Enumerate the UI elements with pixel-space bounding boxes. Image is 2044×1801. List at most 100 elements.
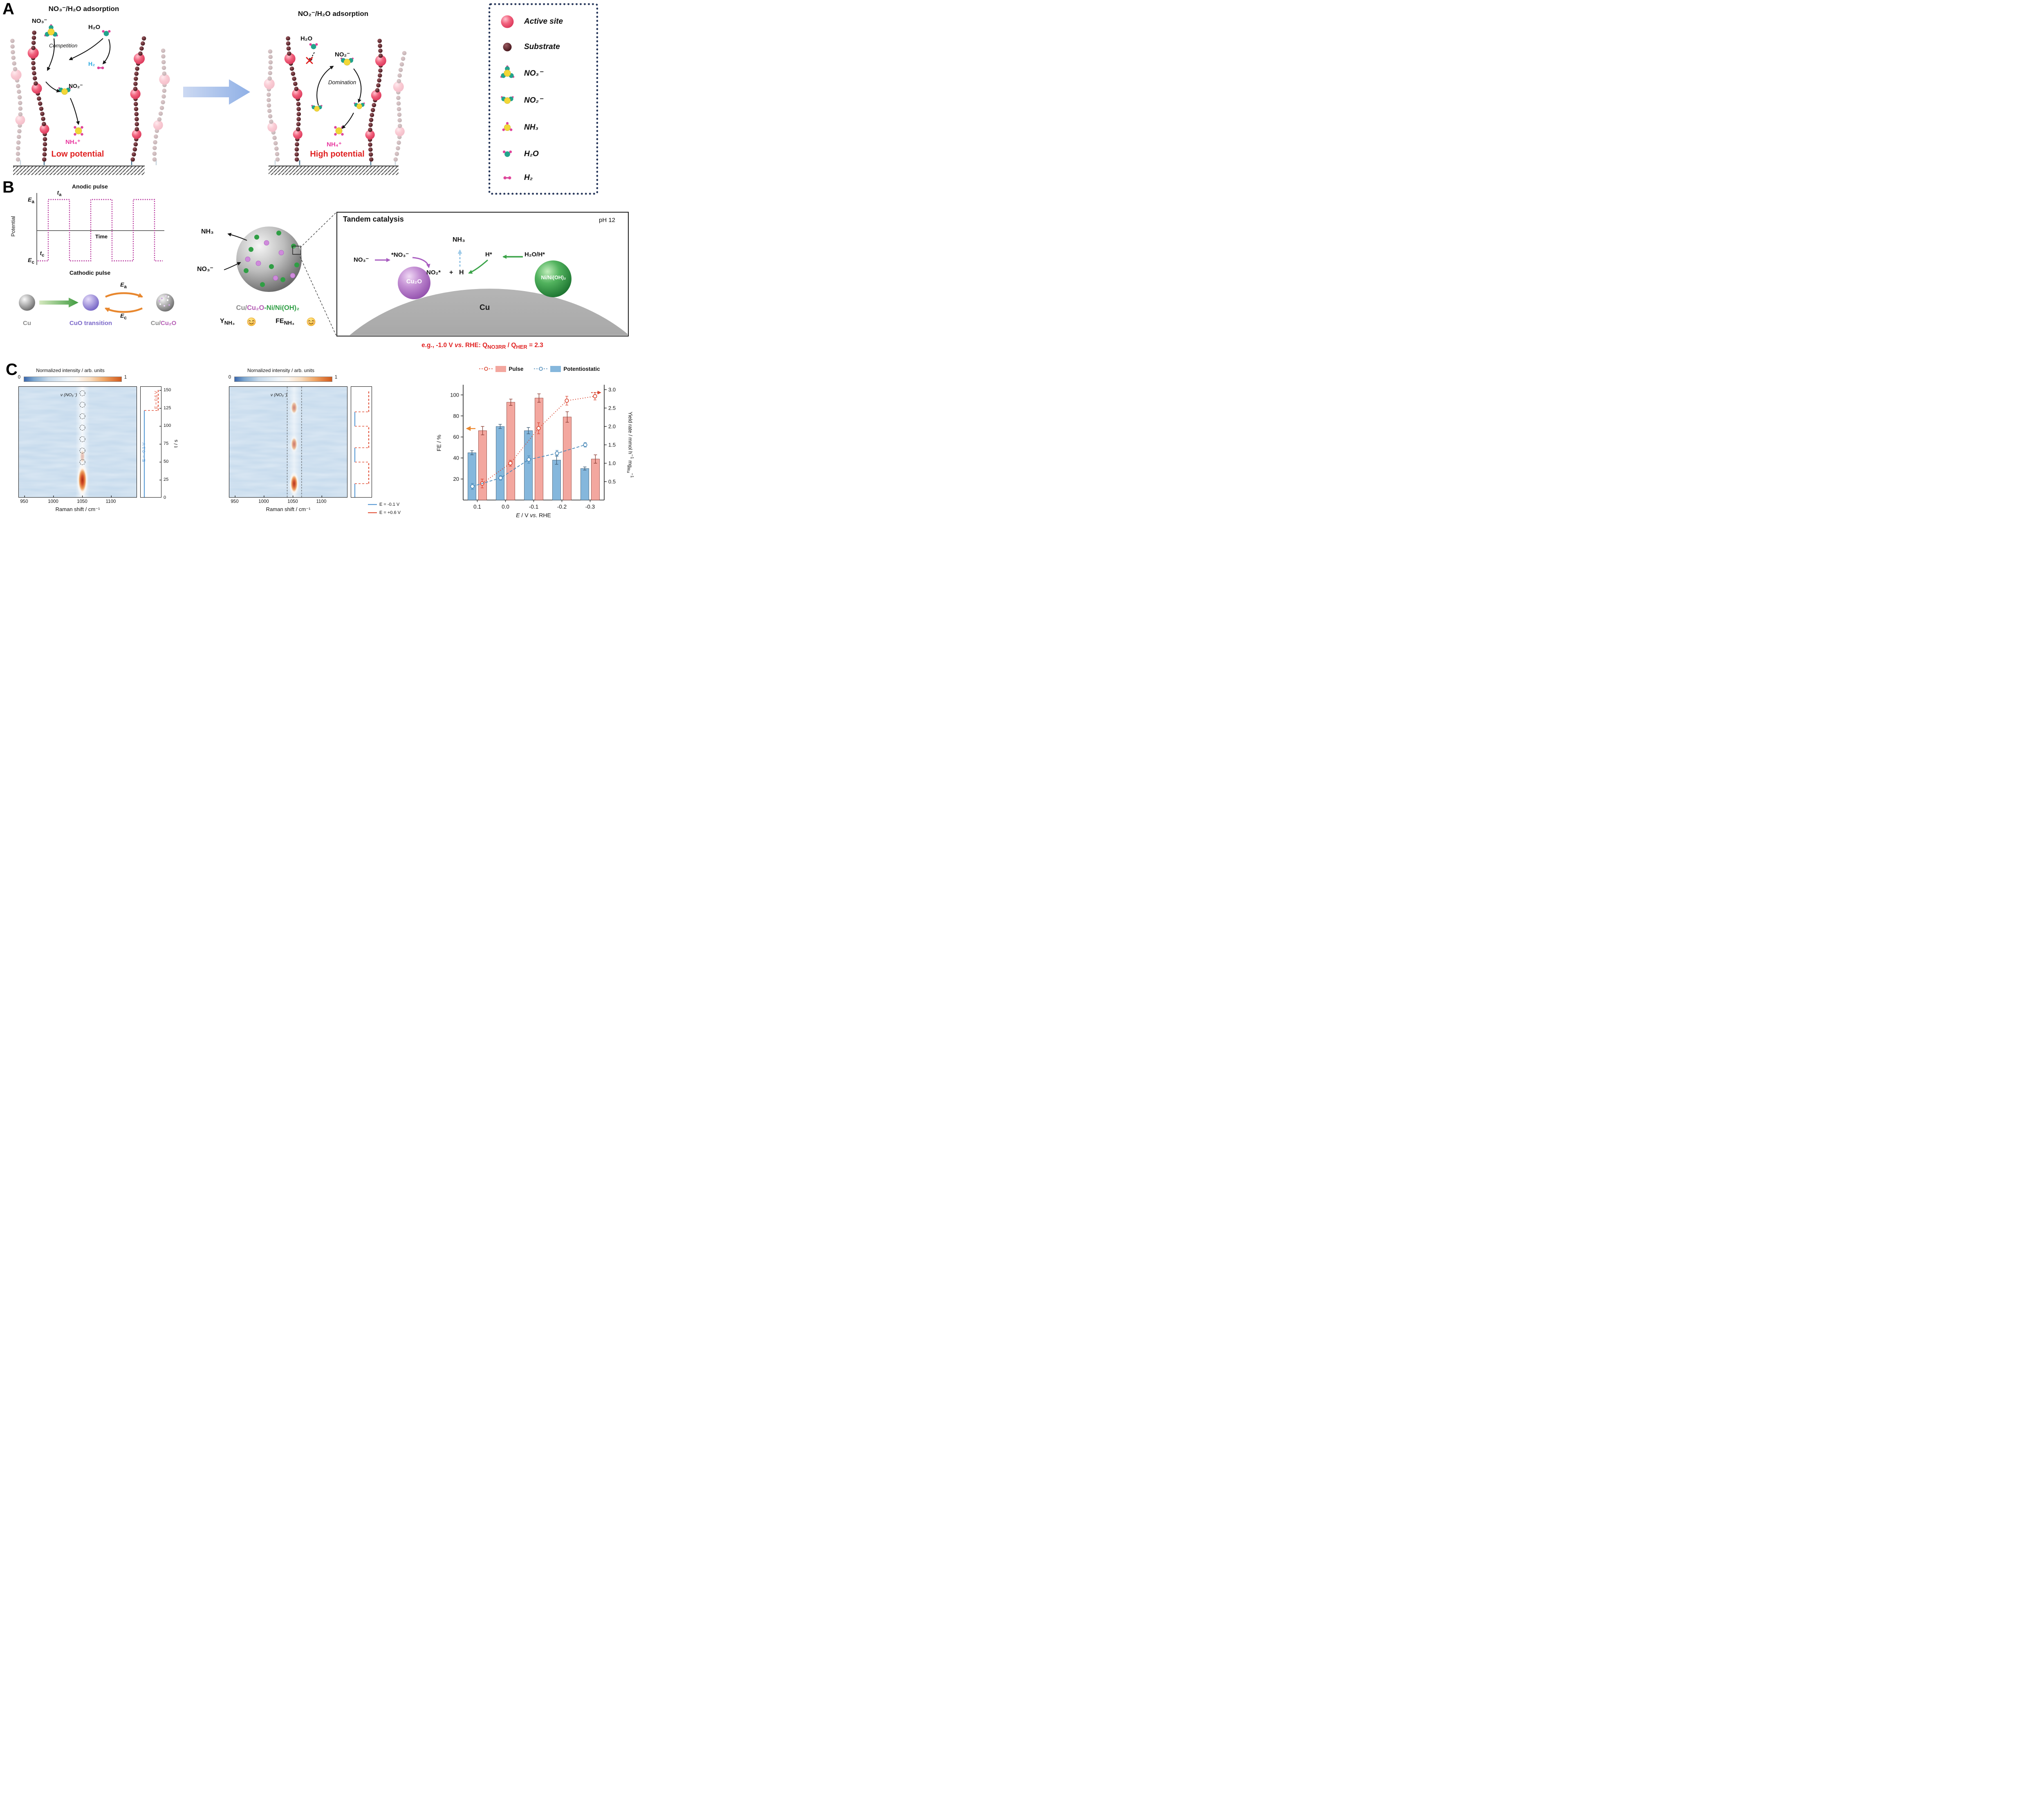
panel-b-tag: B bbox=[2, 178, 14, 196]
yield-axis-label: Yield rate / mmol h−1 mgRu−1 bbox=[626, 412, 634, 478]
nh3-out-arrow bbox=[227, 233, 247, 241]
hstar-to-h-arrow bbox=[468, 259, 488, 274]
ni-dots bbox=[244, 231, 299, 287]
ground-hatch bbox=[13, 166, 145, 175]
h-label: H bbox=[459, 269, 464, 276]
svg-text:20: 20 bbox=[453, 476, 459, 482]
h2o-label: H₂O bbox=[88, 24, 101, 31]
panel-a-low-potential-scheme: NO₃⁻/H₂O adsorption NO₃⁻ H₂O Competition… bbox=[8, 3, 180, 177]
cathodic-pulse-label: Cathodic pulse bbox=[69, 269, 111, 276]
cu-transition-scheme: Ea Ec Cu CuO transition Cu/Cu₂O bbox=[8, 281, 184, 331]
ni-particle bbox=[535, 260, 572, 297]
potentiostatic-swatch bbox=[550, 366, 561, 372]
figure-page: A NO₃⁻/H₂O adsorption NO₃⁻ H₂O Competiti… bbox=[0, 0, 634, 525]
t-tick: 100 bbox=[164, 423, 171, 428]
transition-arrow bbox=[183, 79, 250, 105]
legend-label: NH₃ bbox=[524, 123, 538, 132]
x-tick: 1000 bbox=[48, 499, 58, 504]
t-tick: 75 bbox=[164, 441, 169, 446]
legend-item-pulse: Pulse bbox=[479, 366, 523, 372]
ta-label: ta bbox=[57, 190, 62, 197]
cu2o-particle bbox=[398, 267, 430, 299]
e-low-label: E = -0.1 V bbox=[141, 442, 146, 462]
x-tick: 950 bbox=[20, 499, 28, 504]
left-colorbar bbox=[24, 377, 122, 382]
low-scheme-title: NO₃⁻/H₂O adsorption bbox=[48, 5, 119, 13]
no2-star-label: NO₂* bbox=[426, 269, 441, 276]
site-to-no2-arrow bbox=[45, 81, 61, 93]
fe-nh3-label: FENH₃ bbox=[276, 317, 294, 326]
svg-text:0.5: 0.5 bbox=[608, 479, 616, 485]
bar-chart-legend: Pulse Potentiostatic bbox=[452, 366, 628, 372]
h2o-icon bbox=[502, 150, 512, 157]
x-tick: 1100 bbox=[316, 499, 327, 504]
no3-label: NO₃⁻ bbox=[197, 266, 213, 273]
no3-icon bbox=[500, 65, 515, 78]
t-tick: 125 bbox=[164, 406, 171, 410]
no2-molecule bbox=[340, 57, 354, 66]
fe-axis-label: FE / % bbox=[436, 435, 442, 451]
svg-text:2.5: 2.5 bbox=[608, 405, 616, 411]
cuo-transition-label: CuO transition bbox=[69, 320, 112, 327]
tandem-drawing bbox=[350, 249, 628, 335]
cu2o-dots bbox=[245, 240, 296, 281]
cu-dome bbox=[350, 289, 628, 335]
h-star-label: H* bbox=[485, 251, 492, 258]
domination-label: Domination bbox=[328, 79, 356, 85]
low-potential-drawing bbox=[10, 24, 170, 175]
legend-item-h2o: H₂O bbox=[495, 147, 594, 161]
left-potential-strip bbox=[140, 386, 161, 498]
competition-label: Competition bbox=[49, 43, 78, 49]
nanoparticle-scheme: NH₃ NO₃⁻ Cu/Cu₂O-Ni/Ni(OH)₂ YNH₃ FENH₃ bbox=[188, 216, 347, 334]
no3-in-arrow bbox=[224, 262, 241, 270]
svg-text:1.5: 1.5 bbox=[608, 442, 616, 448]
no2-label: NO₂⁻ bbox=[335, 51, 350, 58]
nh3-label: NH₃ bbox=[201, 228, 214, 235]
cu-cu2o-sphere bbox=[156, 294, 174, 312]
t-tick: 25 bbox=[164, 477, 169, 482]
ec-orange-arrow bbox=[104, 307, 143, 313]
no3-label: NO₃⁻ bbox=[32, 18, 47, 25]
tandem-title: Tandem catalysis bbox=[343, 215, 404, 223]
left-colorbar-title: Normalized intensity / arb. units bbox=[36, 368, 105, 373]
ea-axis-label: Ea bbox=[28, 196, 34, 204]
speckles bbox=[159, 295, 170, 307]
mid-legend-high: E = +0.6 V bbox=[368, 510, 401, 515]
no3-molecule bbox=[44, 24, 58, 37]
green-arrow bbox=[39, 298, 78, 307]
no2-molecule-adsorbed bbox=[311, 105, 323, 112]
cu-cu2o-label: Cu/Cu₂O bbox=[150, 320, 177, 327]
svg-text:1.0: 1.0 bbox=[608, 460, 616, 467]
h2o-molecule bbox=[309, 43, 318, 49]
svg-text:100: 100 bbox=[450, 392, 459, 398]
anodic-pulse-label: Anodic pulse bbox=[72, 183, 108, 190]
svg-text:-0.1: -0.1 bbox=[529, 504, 538, 510]
h2o-label: H₂O bbox=[300, 35, 313, 42]
legend-label: NO₃⁻ bbox=[524, 69, 543, 78]
left-band-label: ν (NO₃⁻) bbox=[61, 392, 77, 397]
yield-nh3-label: YNH₃ bbox=[220, 317, 235, 326]
mid-colorbar-min: 0 bbox=[228, 375, 231, 380]
mid-legend-low: E = -0.1 V bbox=[368, 502, 399, 507]
left-colorbar-max: 1 bbox=[124, 375, 127, 380]
cycle-arrow bbox=[316, 66, 334, 106]
legend-item-substrate: Substrate bbox=[495, 41, 594, 53]
ni-particle-label: Ni/Ni(OH)₂ bbox=[541, 275, 566, 280]
square-wave bbox=[38, 199, 163, 262]
red-cross bbox=[306, 57, 313, 64]
charge-ratio-footnote: e.g., -1.0 V vs. RHE: QNO3RR / QHER = 2.… bbox=[421, 342, 543, 350]
legend-label: Active site bbox=[524, 17, 563, 26]
nh4-label: NH₄⁺ bbox=[65, 139, 81, 146]
pulse-potential-plot: Anodic pulse Ea ta Potential Time tc Ec … bbox=[10, 182, 172, 281]
svg-text:2.0: 2.0 bbox=[608, 424, 616, 430]
mid-colorbar bbox=[234, 377, 332, 382]
t-tick: 150 bbox=[164, 388, 171, 392]
t-axis-label: t / s bbox=[173, 440, 179, 448]
cu2o-particle-label: Cu₂O bbox=[406, 278, 422, 285]
high-potential-drawing bbox=[264, 36, 407, 175]
active-site-icon bbox=[501, 15, 514, 28]
h2o-hstar-label: H₂O/H* bbox=[524, 251, 545, 258]
plus-sign: + bbox=[449, 269, 453, 276]
legend-label: H₂ bbox=[524, 173, 533, 182]
